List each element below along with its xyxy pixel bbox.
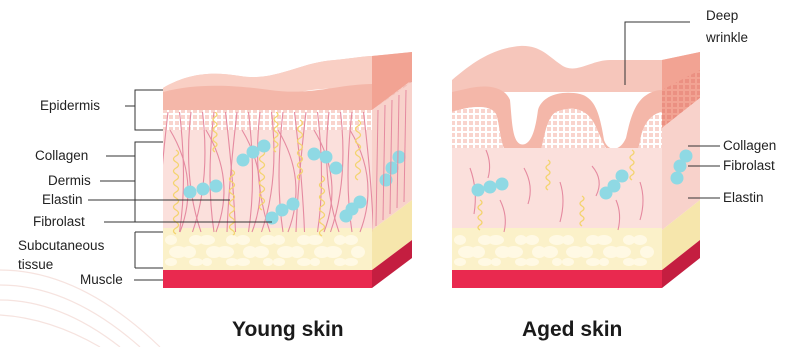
aged-fat-cell xyxy=(599,258,609,266)
young-fat-cell xyxy=(202,258,212,266)
aged-fat-cell xyxy=(478,258,492,266)
young-fibroblast-cell xyxy=(184,186,197,199)
aged-fibroblast-cell xyxy=(680,150,693,163)
aged-fat-cell xyxy=(579,246,593,258)
caption-aged-skin: Aged skin xyxy=(522,318,622,342)
young-fat-cell xyxy=(273,258,285,266)
young-fibroblast-cell xyxy=(320,151,333,164)
young-fibroblast-cell xyxy=(210,180,223,193)
aged-fat-cell xyxy=(542,246,558,258)
label-tissue: tissue xyxy=(18,257,53,273)
aged-fat-cell xyxy=(491,258,501,266)
aged-fat-cell xyxy=(562,235,574,245)
young-fat-cell xyxy=(199,235,215,245)
aged-fat-cell xyxy=(552,258,562,266)
young-fibroblast-cell xyxy=(354,196,367,209)
young-fibroblast-cell xyxy=(393,151,406,164)
aged-fibroblast-cell xyxy=(484,181,497,194)
young-fibroblast-cell xyxy=(276,204,289,217)
aged-fat-cell xyxy=(562,258,574,266)
aged-fat-cell xyxy=(454,235,466,245)
aged-fat-cell xyxy=(471,246,485,258)
label-dermis: Dermis xyxy=(48,173,91,189)
young-fat-cell xyxy=(236,235,250,245)
young-fat-cell xyxy=(263,258,273,266)
young-fat-cell xyxy=(165,258,177,266)
young-fat-cell xyxy=(307,235,323,245)
young-fat-cell xyxy=(297,258,311,266)
young-fat-cell xyxy=(236,258,250,266)
young-muscle xyxy=(163,270,372,288)
aged-fat-cell xyxy=(454,258,466,266)
aged-fat-cell xyxy=(633,258,647,266)
label-deep: Deep xyxy=(706,8,738,24)
aged-fibroblast-cell xyxy=(472,184,485,197)
young-fibroblast-cell xyxy=(258,140,271,153)
aged-fat-cell xyxy=(613,246,631,258)
young-fibroblast-cell xyxy=(308,148,321,161)
label-elastin-left: Elastin xyxy=(42,192,83,208)
young-fibroblast-cell xyxy=(330,162,343,175)
young-fat-cell xyxy=(310,258,320,266)
aged-muscle xyxy=(452,270,662,288)
young-fat-cell xyxy=(290,246,304,258)
caption-young-skin: Young skin xyxy=(232,318,344,342)
young-fat-cell xyxy=(324,246,342,258)
young-fat-cell xyxy=(253,246,269,258)
young-fibroblast-cell xyxy=(197,183,210,196)
label-epidermis: Epidermis xyxy=(40,98,100,114)
young-fibroblast-cell xyxy=(247,146,260,159)
aged-fibroblast-cell xyxy=(671,172,684,185)
label-wrinkle: wrinkle xyxy=(706,30,748,46)
young-fibroblast-cell xyxy=(386,162,399,175)
young-fat-cell xyxy=(344,235,358,245)
young-fibroblast-cell xyxy=(287,198,300,211)
aged-skin-block xyxy=(452,46,700,288)
label-subcutaneous: Subcutaneous xyxy=(18,238,104,254)
label-fibrolast-right: Fibrolast xyxy=(723,158,775,174)
young-fat-cell xyxy=(344,258,358,266)
young-fat-cell xyxy=(165,235,177,245)
aged-fibroblast-cell xyxy=(616,170,629,183)
young-fat-cell xyxy=(189,258,203,266)
young-fat-cell xyxy=(273,235,285,245)
aged-fat-cell xyxy=(525,258,539,266)
young-fat-cell xyxy=(216,246,234,258)
young-skin-block xyxy=(158,52,412,288)
aged-fat-cell xyxy=(640,246,654,258)
aged-fat-cell xyxy=(596,235,612,245)
young-fat-cell xyxy=(351,246,365,258)
label-collagen-left: Collagen xyxy=(35,148,88,164)
young-fat-cell xyxy=(182,246,196,258)
aged-fat-cell xyxy=(633,235,647,245)
aged-fat-cell xyxy=(586,258,600,266)
aged-fat-cell xyxy=(525,235,539,245)
label-fibrolast-left: Fibrolast xyxy=(33,214,85,230)
aged-fat-cell xyxy=(488,235,504,245)
label-elastin-right: Elastin xyxy=(723,190,764,206)
label-collagen-right: Collagen xyxy=(723,138,776,154)
aged-fat-cell xyxy=(505,246,523,258)
aged-fibroblast-cell xyxy=(496,178,509,191)
label-muscle: Muscle xyxy=(80,272,123,288)
